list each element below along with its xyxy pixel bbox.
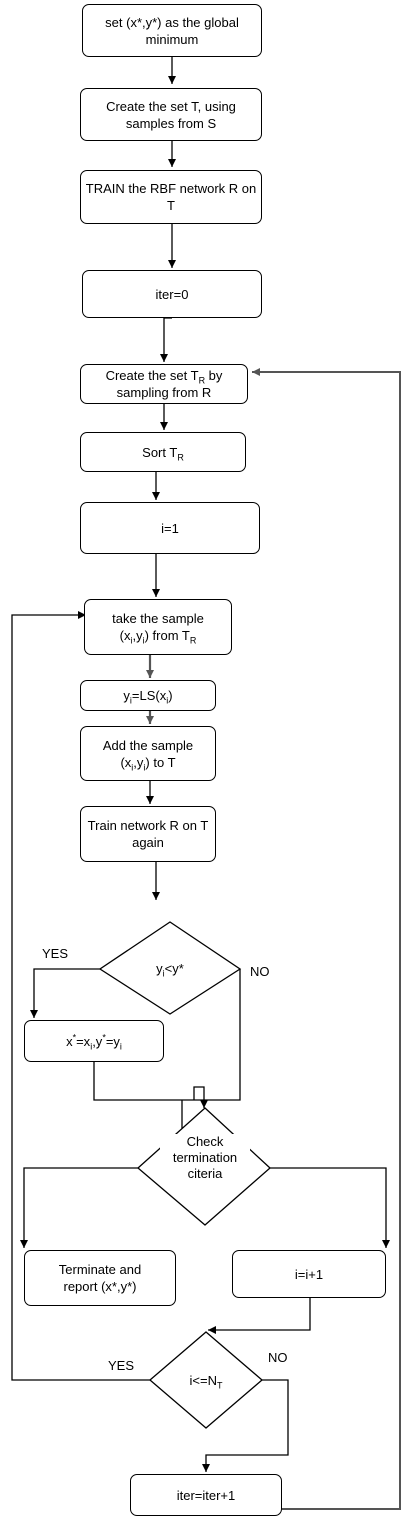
decision-i-text: i<=NT <box>189 1373 223 1391</box>
box-incr-iter: iter=iter+1 <box>130 1474 282 1516</box>
text-take-sample: take the sample (xi,yi) from TR <box>112 611 204 646</box>
text-create-tr: Create the set TR by sampling from R <box>105 368 223 400</box>
yes-branch-arrow <box>30 968 106 1018</box>
box-add-sample: Add the sample (xi,yi) to T <box>80 726 216 781</box>
text-ls-eval: yi=LS(xi) <box>123 688 173 706</box>
decision-y-text: yi<y* <box>156 961 184 979</box>
box-i-init: i=1 <box>80 502 260 554</box>
outer-loop <box>252 368 401 1510</box>
text-incr-iter: iter=iter+1 <box>176 1487 236 1503</box>
text-create-set-t: Create the set T, using samples from S <box>106 98 236 131</box>
incr-to-decision <box>208 1298 311 1334</box>
text-train-rbf: TRAIN the RBF network R on T <box>85 181 257 213</box>
no-label-1: NO <box>250 964 270 979</box>
text-sort-tr: Sort TR <box>142 444 184 463</box>
text-i-init: i=1 <box>161 520 179 536</box>
term-left <box>20 1167 138 1248</box>
text-train-again: Train network R on T again <box>87 818 209 850</box>
no-to-iter <box>202 1379 289 1472</box>
decision-i-shape <box>149 1331 263 1429</box>
yes-loop <box>11 611 150 1381</box>
yes-label-2: YES <box>108 1358 135 1373</box>
decision-check-text: Check termination citeria <box>160 1130 250 1186</box>
box-train-again: Train network R on T again <box>80 806 216 862</box>
box-take-sample: take the sample (xi,yi) from TR <box>84 599 232 655</box>
text-add-sample: Add the sample (xi,yi) to T <box>102 737 194 773</box>
box-train-rbf: TRAIN the RBF network R on T <box>80 170 262 224</box>
box-ls-eval: yi=LS(xi) <box>80 680 216 711</box>
box-iter-init: iter=0 <box>82 270 262 318</box>
decision-y-shape <box>98 921 242 1015</box>
text-set-global-min: set (x*,y*) as the global minimum <box>105 14 239 47</box>
arrow-4 <box>160 317 172 362</box>
text-update-min: x*=xi,y*=yi <box>66 1032 122 1052</box>
term-right <box>270 1167 390 1248</box>
no-label-2: NO <box>268 1350 288 1365</box>
box-update-min: x*=xi,y*=yi <box>24 1020 164 1062</box>
text-iter-init: iter=0 <box>155 286 189 302</box>
text-incr-i: i=i+1 <box>294 1266 324 1282</box>
box-create-tr: Create the set TR by sampling from R <box>80 364 248 404</box>
box-create-set-t: Create the set T, using samples from S <box>80 88 262 141</box>
no-branch-line <box>204 969 241 1101</box>
yes-label-1: YES <box>42 946 69 961</box>
box-incr-i: i=i+1 <box>232 1250 386 1298</box>
box-set-global-min: set (x*,y*) as the global minimum <box>82 4 262 57</box>
box-sort-tr: Sort TR <box>80 432 246 472</box>
merge-loop <box>193 1086 208 1108</box>
